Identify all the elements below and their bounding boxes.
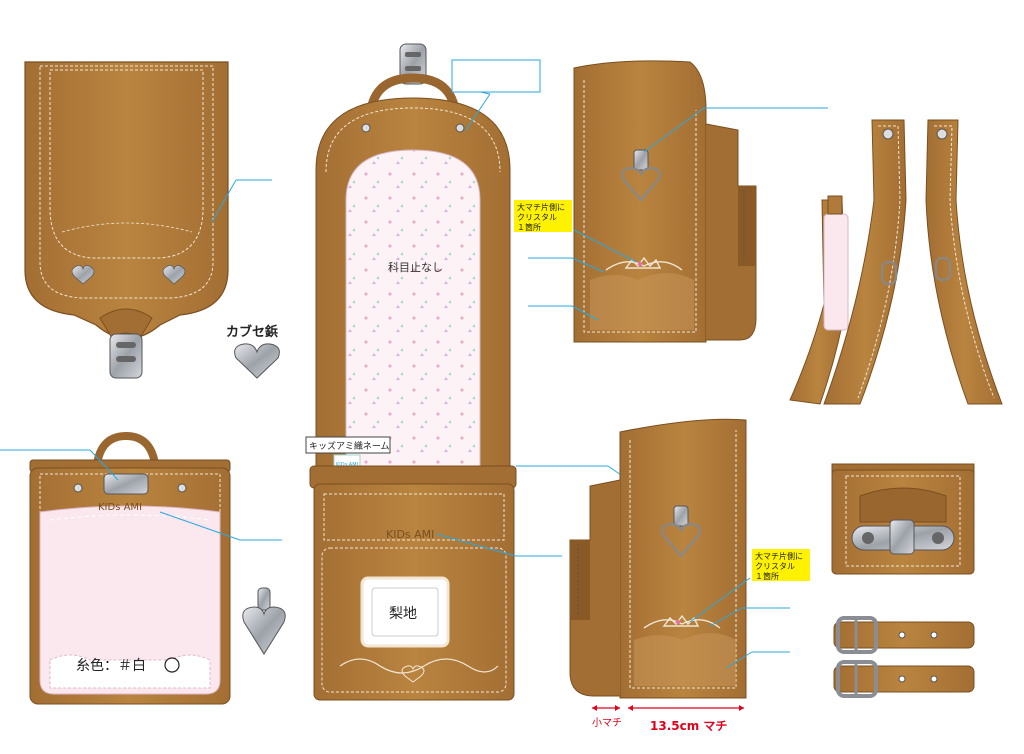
crystal-note-1: 大マチ片側に クリスタル １箇所 <box>514 200 572 232</box>
blank-callout-box <box>451 59 541 93</box>
buckle-straps <box>833 616 975 698</box>
svg-text:クリスタル: クリスタル <box>755 562 795 571</box>
open-bag-view: 科目止なし キッズアミ織ネーム KIDs AMI KIDs AMI 梨地 <box>305 43 681 701</box>
front-logo: KIDs AMI <box>98 502 142 513</box>
tiara-icon <box>662 614 700 627</box>
no-pattern-label: 科目止なし <box>388 260 443 274</box>
svg-text:大マチ片側に: 大マチ片側に <box>755 551 803 561</box>
heart-charm-icon <box>242 606 286 655</box>
heart-charm <box>242 587 286 655</box>
dimension-markers: 小マチ 13.5cm マチ <box>592 705 744 733</box>
svg-text:１箇所: １箇所 <box>517 222 541 232</box>
name-tag-sample: KIDs AMI <box>336 462 358 468</box>
pear-fabric-label: 梨地 <box>389 606 417 622</box>
clasp-title: カブセ鋲 <box>226 324 278 340</box>
heart-clasp-icon <box>660 522 702 558</box>
heart-stud-icon <box>71 265 95 285</box>
heart-clasp-icon <box>234 343 280 379</box>
svg-text:１箇所: １箇所 <box>755 571 779 581</box>
flap-view <box>24 61 272 379</box>
clasp-section: カブセ鋲 <box>226 324 280 379</box>
side-view-upper <box>528 60 828 343</box>
side-view-lower <box>569 418 790 699</box>
heart-clasp-icon <box>620 166 662 202</box>
top-view <box>831 463 975 575</box>
heart-stud-icon <box>162 265 186 285</box>
front-view: KIDs AMI 糸色：＃白 <box>0 431 282 705</box>
thread-color-swatch <box>164 657 180 673</box>
body-logo: KIDs AMI <box>386 528 434 541</box>
gusset-width-label: 13.5cm マチ <box>650 719 727 733</box>
shoulder-straps <box>789 119 1003 405</box>
small-gusset-label: 小マチ <box>592 717 622 729</box>
svg-text:クリスタル: クリスタル <box>517 213 557 222</box>
svg-text:大マチ片側に: 大マチ片側に <box>517 202 565 212</box>
name-tag-label: キッズアミ織ネーム <box>309 440 390 452</box>
thread-color-label: 糸色：＃白 <box>76 657 146 674</box>
crystal-note-2: 大マチ片側に クリスタル １箇所 <box>752 549 810 581</box>
